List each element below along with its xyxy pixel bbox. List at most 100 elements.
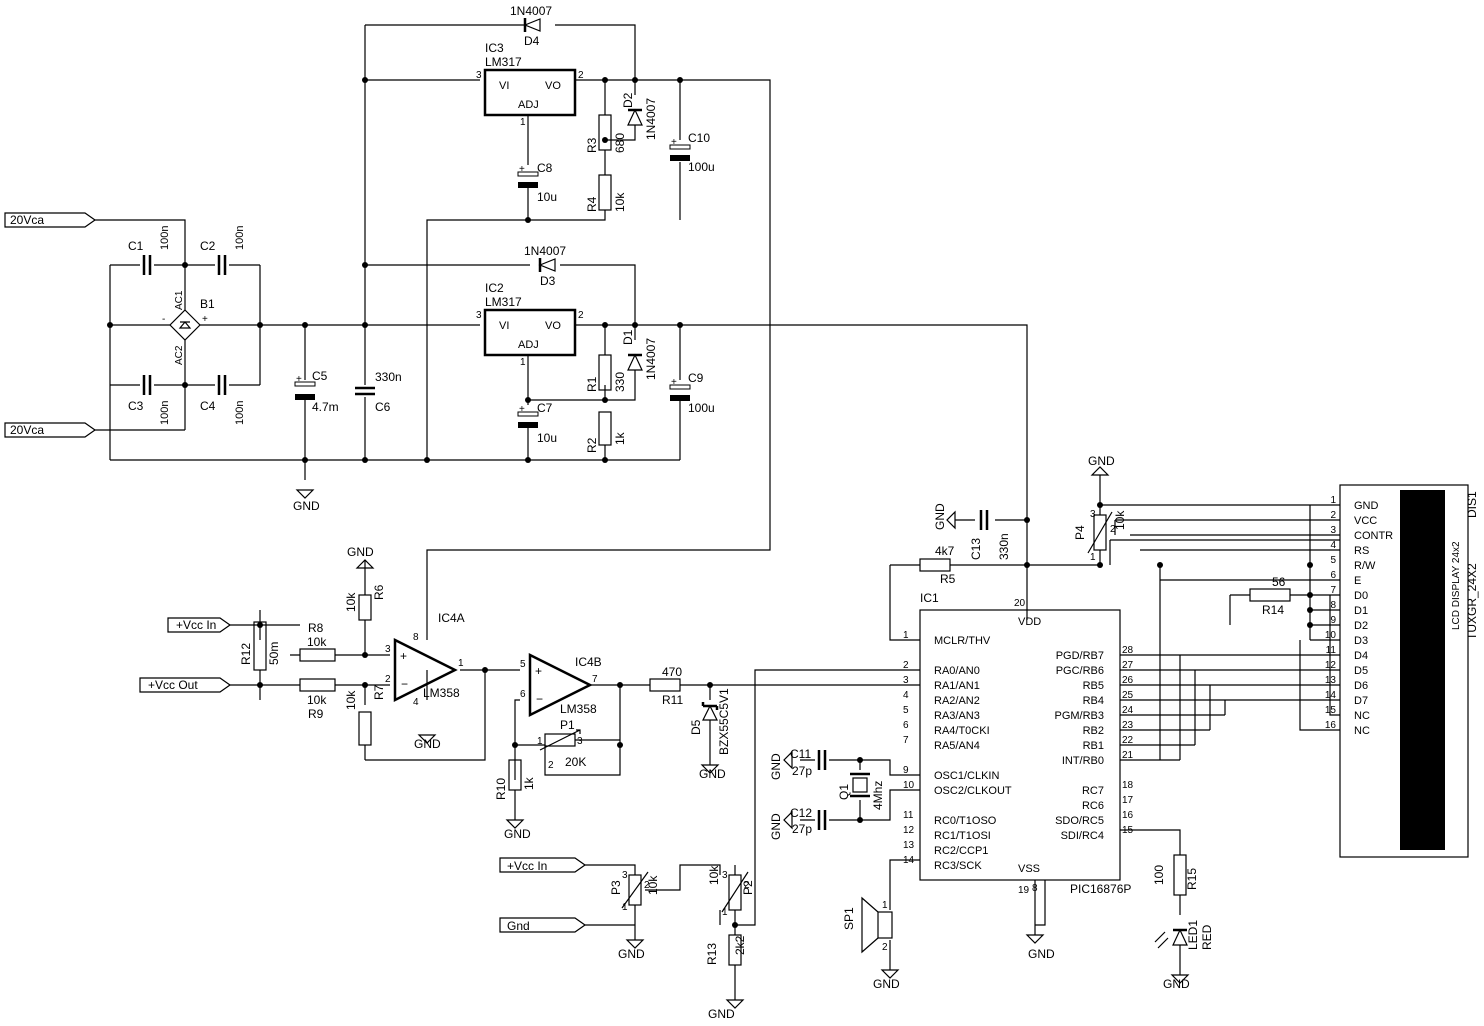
svg-text:100n: 100n bbox=[159, 401, 171, 425]
svg-text:R12: R12 bbox=[239, 643, 253, 665]
svg-text:GND: GND bbox=[708, 1007, 735, 1021]
svg-text:GND: GND bbox=[504, 827, 531, 841]
ic3-label: IC3 bbox=[485, 41, 504, 55]
svg-text:AC2: AC2 bbox=[174, 345, 185, 365]
mcu-pin-number: 27 bbox=[1122, 660, 1134, 671]
r4-value: 10k bbox=[613, 192, 627, 212]
mcu-pin-name: PGC/RB6 bbox=[1056, 665, 1104, 677]
mcu-pin-number: 5 bbox=[903, 705, 909, 716]
svg-text:+: + bbox=[671, 137, 677, 148]
svg-text:27p: 27p bbox=[792, 822, 812, 836]
mcu-pin-name: INT/RB0 bbox=[1062, 755, 1104, 767]
svg-text:D5: D5 bbox=[689, 719, 703, 735]
svg-text:R5: R5 bbox=[940, 572, 956, 586]
d4-value: 1N4007 bbox=[510, 4, 552, 18]
d2-value: 1N4007 bbox=[644, 98, 658, 140]
svg-text:1: 1 bbox=[882, 900, 888, 911]
svg-text:GND: GND bbox=[769, 813, 783, 840]
lcd-pin-name: E bbox=[1354, 575, 1361, 587]
svg-text:1: 1 bbox=[537, 736, 543, 747]
svg-text:10k: 10k bbox=[707, 865, 721, 885]
svg-text:1: 1 bbox=[458, 658, 464, 669]
svg-text:1: 1 bbox=[622, 902, 628, 913]
lcd-pin-number: 5 bbox=[1330, 555, 1336, 566]
c7-value: 10u bbox=[537, 431, 557, 445]
svg-text:6: 6 bbox=[520, 689, 526, 700]
mcu-pin-number: 11 bbox=[903, 810, 914, 821]
mcu-pin-number: 25 bbox=[1122, 690, 1134, 701]
svg-text:2: 2 bbox=[1110, 524, 1116, 535]
d4-label: D4 bbox=[524, 34, 540, 48]
svg-text:IC4A: IC4A bbox=[438, 611, 465, 625]
svg-text:10k: 10k bbox=[646, 875, 660, 895]
svg-text:3: 3 bbox=[622, 870, 628, 881]
mcu-pin-number: 23 bbox=[1122, 720, 1134, 731]
lcd-pin-name: NC bbox=[1354, 725, 1370, 737]
svg-text:P3: P3 bbox=[609, 880, 623, 895]
ic2-part: LM317 bbox=[485, 295, 522, 309]
mcu-pin-number: 9 bbox=[903, 765, 909, 776]
svg-text:8: 8 bbox=[413, 632, 419, 643]
svg-text:ADJ: ADJ bbox=[518, 99, 539, 111]
c10-value: 100u bbox=[688, 160, 715, 174]
c1-label: C1 bbox=[128, 239, 144, 253]
mcu-right-pins: 28PGD/RB727PGC/RB626RB525RB424PGM/RB323R… bbox=[1054, 645, 1133, 842]
svg-text:4k7: 4k7 bbox=[935, 544, 955, 558]
opamp-ic4a bbox=[393, 637, 458, 703]
svg-text:−: − bbox=[536, 692, 543, 706]
svg-text:3: 3 bbox=[476, 310, 482, 321]
svg-text:C12: C12 bbox=[790, 806, 812, 820]
lcd-pin-name: D1 bbox=[1354, 605, 1368, 617]
svg-text:R8: R8 bbox=[308, 621, 324, 635]
lcd-pin-number: 14 bbox=[1325, 690, 1337, 701]
svg-text:GND: GND bbox=[933, 503, 947, 530]
lcd-pin-number: 12 bbox=[1325, 660, 1337, 671]
trim-section: +Vcc In Gnd P3 10k 312 GND 10k P2 312 R1… bbox=[499, 857, 755, 1021]
trim-vcc-terminal bbox=[499, 857, 587, 873]
mcu-pin-name: RC6 bbox=[1082, 800, 1104, 812]
svg-text:VI: VI bbox=[499, 80, 509, 92]
r3-value: 680 bbox=[613, 133, 627, 153]
ic1-label: IC1 bbox=[920, 591, 939, 605]
svg-text:GND: GND bbox=[769, 753, 783, 780]
lcd-model: TUXGR_24X2 bbox=[1465, 563, 1479, 640]
d1-value: 1N4007 bbox=[644, 338, 658, 380]
c9-label: C9 bbox=[688, 371, 704, 385]
ic3-part: LM317 bbox=[485, 55, 522, 69]
svg-text:1: 1 bbox=[722, 907, 728, 918]
mcu-pin-number: 1 bbox=[903, 630, 909, 641]
svg-text:BZX55C5V1: BZX55C5V1 bbox=[717, 688, 731, 755]
svg-text:2: 2 bbox=[578, 310, 584, 321]
c5-value: 4.7m bbox=[312, 400, 339, 414]
d3-label: D3 bbox=[540, 274, 556, 288]
svg-text:VI: VI bbox=[499, 320, 509, 332]
mcu-pin-name: PGM/RB3 bbox=[1054, 710, 1104, 722]
regulator-ic2: IC2 LM317 VI VO ADJ 3 2 1 1N4007 D3 D1 1… bbox=[476, 244, 715, 453]
svg-text:2: 2 bbox=[578, 70, 584, 81]
mcu-pin-number: 6 bbox=[903, 720, 909, 731]
c7-label: C7 bbox=[537, 401, 553, 415]
svg-text:C11: C11 bbox=[790, 747, 811, 761]
lcd-pin-number: 15 bbox=[1325, 705, 1337, 716]
mcu-pin-number: 17 bbox=[1122, 795, 1134, 806]
svg-text:5: 5 bbox=[520, 659, 526, 670]
lcd-pin-number: 10 bbox=[1325, 630, 1337, 641]
lcd-pin-name: GND bbox=[1354, 500, 1379, 512]
ic2-label: IC2 bbox=[485, 281, 504, 295]
mcu-pin-name: RC0/T1OSO bbox=[934, 815, 997, 827]
svg-text:+Vcc Out: +Vcc Out bbox=[148, 678, 198, 692]
lcd-screen bbox=[1400, 490, 1445, 850]
lcd-pin-name: NC bbox=[1354, 710, 1370, 722]
svg-text:2: 2 bbox=[385, 674, 391, 685]
lcd-pin-name: D5 bbox=[1354, 665, 1368, 677]
c8-value: 10u bbox=[537, 190, 557, 204]
mcu-pin-name: RB2 bbox=[1083, 725, 1104, 737]
svg-text:4Mhz: 4Mhz bbox=[871, 781, 885, 810]
lcd-pin-name: R/W bbox=[1354, 560, 1376, 572]
svg-text:19: 19 bbox=[1018, 885, 1030, 896]
svg-text:R9: R9 bbox=[308, 707, 324, 721]
svg-text:SP1: SP1 bbox=[842, 907, 856, 930]
svg-text:3: 3 bbox=[385, 644, 391, 655]
svg-text:ADJ: ADJ bbox=[518, 339, 539, 351]
